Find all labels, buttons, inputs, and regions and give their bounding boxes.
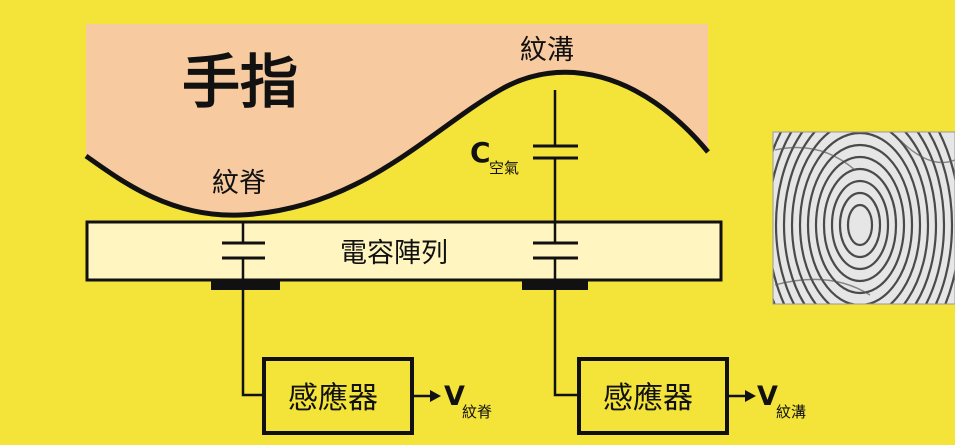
air-capacitor-subscript: 空氣 — [489, 159, 519, 177]
groove-sensor-label: 感應器 — [603, 381, 693, 416]
capacitor-array-panel — [85, 220, 723, 282]
air-capacitor — [533, 90, 578, 222]
ridge-wire — [241, 290, 264, 397]
groove-electrode — [522, 281, 588, 290]
groove-output-arrowhead — [745, 390, 756, 402]
ridge-output-symbol: V — [444, 381, 465, 412]
capacitor-array-label: 電容陣列 — [340, 238, 448, 269]
ridge-electrode — [211, 281, 280, 290]
fingerprint-image — [773, 132, 955, 304]
fingerprint-frame — [772, 131, 955, 305]
groove-wire — [553, 290, 579, 397]
finger-label: 手指 — [182, 48, 298, 116]
ridge-output-arrowhead — [430, 390, 441, 402]
groove-output-symbol: V — [757, 381, 778, 412]
ridge-output-subscript: 紋脊 — [462, 403, 492, 421]
finger-region — [86, 24, 708, 216]
finger-skin-outline — [84, 69, 710, 218]
air-capacitor-symbol: C — [470, 136, 491, 169]
groove-label: 紋溝 — [520, 35, 574, 66]
ridge-sensor-label: 感應器 — [288, 381, 378, 416]
groove-output-subscript: 紋溝 — [776, 403, 806, 421]
ridge-label: 紋脊 — [212, 168, 266, 199]
groove-capacitor — [533, 222, 578, 281]
ridge-capacitor — [222, 222, 265, 281]
